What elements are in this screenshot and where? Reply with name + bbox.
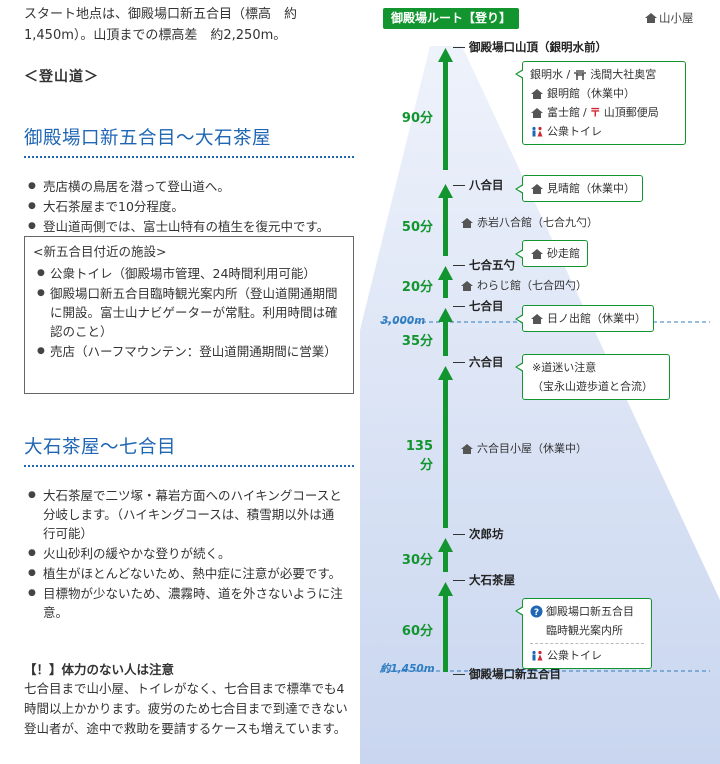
facility-title: <新五合目付近の施設> (33, 244, 167, 259)
akaiwa-label: 赤岩八合館（七合九勺） (477, 216, 598, 229)
lost-way-box: ※道迷い注意 （宝永山遊歩道と合流） (515, 354, 670, 400)
start-facilities-box: ? 御殿場口新五合目 臨時観光案内所 公衆トイレ (515, 598, 652, 669)
station-jirobo: 次郎坊 (453, 527, 504, 541)
station-summit: 御殿場口山頂（銀明水前） (453, 40, 607, 54)
hut-icon (531, 88, 543, 99)
toilet-icon (532, 126, 543, 136)
akaiwa-note: 赤岩八合館（七合九勺） (460, 214, 598, 231)
facility-box: <新五合目付近の施設> 公衆トイレ（御殿場市管理、24時間利用可能） 御殿場口新… (24, 236, 354, 394)
post-office-label: 山頂郵便局 (603, 106, 659, 119)
duration-1: 90分 (401, 111, 433, 126)
sabashirikan-box: 砂走館 (515, 240, 588, 267)
hinodekan-label: 日ノ出館（休業中） (547, 312, 646, 325)
lost-way-line-2: （宝永山遊歩道と合流） (532, 380, 653, 393)
hut-legend: 山小屋 (644, 10, 694, 26)
rokugome-hut-note: 六合目小屋（休業中） (460, 440, 587, 457)
hut-icon (531, 107, 543, 118)
station-hachigome: 八合目 (453, 178, 504, 192)
hinodekan-box: 日ノ出館（休業中） (515, 305, 654, 332)
facility-item: 売店（ハーフマウンテン：登山道開通期間に営業） (33, 342, 345, 361)
duration-7: 60分 (401, 624, 433, 639)
station-start: 御殿場口新五合目 (453, 667, 561, 681)
hut-icon (531, 313, 543, 324)
mountain-silhouette (360, 46, 720, 764)
list-item: 火山砂利の緩やかな登りが続く。 (28, 544, 346, 563)
info-center-line-2: 臨時観光案内所 (546, 624, 623, 637)
section-2-bullets: 大石茶屋で二ツ塚・幕岩方面へのハイキングコースと分岐します。（ハイキングコースは… (28, 486, 346, 623)
section-1-bullets: 売店横の鳥居を潜って登山道へ。 大石茶屋まで10分程度。 登山道両側では、富士山… (28, 177, 346, 237)
lost-way-line-1: ※道迷い注意 (532, 361, 597, 374)
list-item: 目標物が少ないため、濃霧時、道を外さないように注意。 (28, 584, 346, 622)
trail-section-heading: ＜登山道＞ (24, 69, 99, 85)
warajikan-note: わらじ館（七合四勺） (460, 277, 587, 294)
warning-heading: 【！】体力のない人は注意 (24, 662, 175, 677)
station-rokugome: 六合目 (453, 355, 504, 369)
hut-icon (461, 217, 473, 228)
shrine-label: 浅間大社奥宮 (590, 68, 657, 81)
hut-icon (645, 13, 657, 23)
station-oishi: 大石茶屋 (453, 573, 515, 587)
svg-text:?: ? (534, 608, 539, 618)
list-item: 売店横の鳥居を潜って登山道へ。 (28, 177, 346, 196)
facility-item: 公衆トイレ（御殿場市管理、24時間利用可能） (33, 264, 345, 283)
hut-icon (531, 248, 543, 259)
fujikan-label: 富士館 (547, 106, 580, 119)
intro-line-2: 1,450m）。山頂までの標高差 約2,250m。 (24, 28, 287, 43)
sabashirikan-label: 砂走館 (547, 247, 580, 260)
list-item: 大石茶屋まで10分程度。 (28, 197, 346, 216)
duration-4: 35分 (401, 334, 433, 349)
warajikan-label: わらじ館（七合四勺） (477, 279, 587, 292)
list-item: 大石茶屋で二ツ塚・幕岩方面へのハイキングコースと分岐します。（ハイキングコースは… (28, 486, 346, 543)
ginmeikan-label: 銀明館（休業中） (547, 87, 635, 100)
spring-label: 銀明水 / (530, 68, 571, 81)
list-item: 植生がほとんどないため、熱中症に注意が必要です。 (28, 564, 346, 583)
route-arrows (438, 48, 453, 672)
altitude-label-start: 約1,450m (380, 663, 435, 675)
list-item: 登山道両側では、富士山特有の植生を復元中です。 (28, 217, 346, 236)
station-nanagome: 七合目 (453, 299, 504, 313)
intro-line-1: スタート地点は、御殿場口新五合目（標高 約 (24, 7, 298, 22)
info-center-line-1: 御殿場口新五合目 (546, 605, 634, 618)
toilet-label: 公衆トイレ (547, 125, 602, 138)
hut-icon (461, 280, 473, 291)
duration-2: 50分 (401, 220, 433, 235)
hut-icon (461, 443, 473, 454)
separator: / (583, 106, 587, 119)
facility-item: 御殿場口新五合目臨時観光案内所（登山道開通期間に開設。富士山ナビゲーターが常駐。… (33, 284, 345, 341)
section-title-gotemba-oishi: 御殿場口新五合目～大石茶屋 (24, 124, 354, 158)
summit-facilities-box: 銀明水 / 浅間大社奥宮 銀明館（休業中） 富士館 / 〒 山頂郵便局 公衆トイ… (515, 61, 686, 145)
section-title-oishi-nanagome: 大石茶屋～七合目 (24, 433, 354, 467)
warning-body: 七合目まで山小屋、トイレがなく、七合目まで標準でも4時間以上かかります。疲労のた… (24, 681, 348, 736)
duration-5: 135分 (405, 439, 433, 473)
info-icon: ? (530, 605, 543, 618)
miharashikan-label: 見晴館（休業中） (547, 182, 635, 195)
start-toilet-label: 公衆トイレ (547, 649, 602, 662)
duration-6: 30分 (401, 553, 433, 568)
post-office-icon: 〒 (589, 106, 601, 119)
altitude-label-3000: 3,000m (381, 315, 426, 327)
toilet-icon (532, 650, 543, 660)
route-title-badge: 御殿場ルート【登り】 (383, 8, 520, 29)
shrine-icon (574, 69, 587, 80)
hachigome-box: 見晴館（休業中） (515, 175, 643, 202)
hut-icon (531, 183, 543, 194)
intro-text: スタート地点は、御殿場口新五合目（標高 約 1,450m）。山頂までの標高差 約… (24, 4, 344, 46)
rokugome-hut-label: 六合目小屋（休業中） (477, 442, 587, 455)
duration-3: 20分 (401, 280, 433, 295)
hut-legend-label: 山小屋 (659, 11, 694, 25)
station-nanagome-goshaku: 七合五勺 (453, 258, 515, 272)
